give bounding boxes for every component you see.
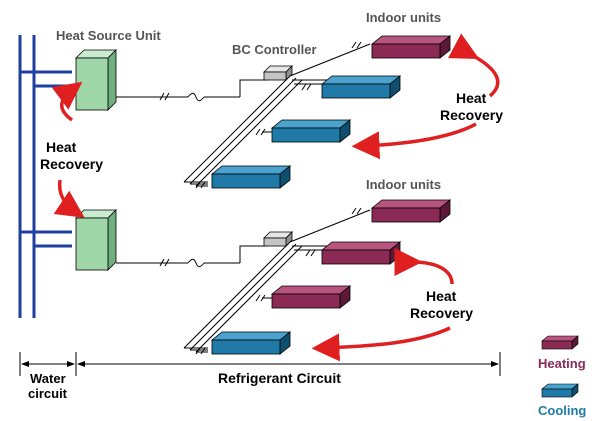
indoor-unit-cooling <box>321 75 401 99</box>
indoor-unit-cooling <box>211 331 291 355</box>
heat-source-unit-bottom <box>75 209 117 271</box>
water-circuit-line2: circuit <box>28 386 68 401</box>
legend-heating-swatch <box>541 335 579 350</box>
indoor-unit-cooling <box>211 165 291 189</box>
legend-heating-label: Heating <box>538 356 586 371</box>
indoor-unit-heating <box>321 241 401 265</box>
indoor-unit-cooling <box>271 119 351 143</box>
heat-recovery-left-line1: Heat <box>46 139 77 155</box>
pipe-break-marks <box>195 41 362 355</box>
bc-controller-bottom <box>263 231 293 247</box>
heat-recovery-top-line1: Heat <box>456 90 487 106</box>
legend: Heating Cooling <box>538 335 586 418</box>
refrigerant-circuit-label: Refrigerant Circuit <box>218 370 341 386</box>
indoor-unit-heating <box>371 199 451 223</box>
refrigerant-lines-top <box>116 43 371 187</box>
refrigerant-lines-bottom <box>116 209 371 353</box>
legend-cooling-label: Cooling <box>538 403 586 418</box>
bc-controller-label: BC Controller <box>232 42 317 57</box>
heat-recovery-arrows <box>51 33 500 362</box>
heat-recovery-bottom-line2: Recovery <box>410 305 473 321</box>
heat-recovery-left-line2: Recovery <box>40 156 103 172</box>
indoor-unit-heating <box>271 285 351 309</box>
heat-recovery-top-line2: Recovery <box>440 107 503 123</box>
heat-recovery-bottom-line1: Heat <box>426 288 457 304</box>
dimension-lines <box>19 352 501 376</box>
indoor-units-bottom-label: Indoor units <box>366 177 441 192</box>
legend-cooling-swatch <box>541 383 579 398</box>
water-pipes <box>18 35 72 318</box>
heat-source-unit-top <box>75 49 117 111</box>
indoor-units-top <box>211 35 451 189</box>
indoor-unit-heating <box>371 35 451 59</box>
indoor-units-bottom <box>211 199 451 355</box>
heat-source-unit-label: Heat Source Unit <box>56 28 161 43</box>
water-circuit-line1: Water <box>30 371 66 386</box>
bc-controller-top <box>263 65 293 81</box>
indoor-units-top-label: Indoor units <box>366 10 441 25</box>
